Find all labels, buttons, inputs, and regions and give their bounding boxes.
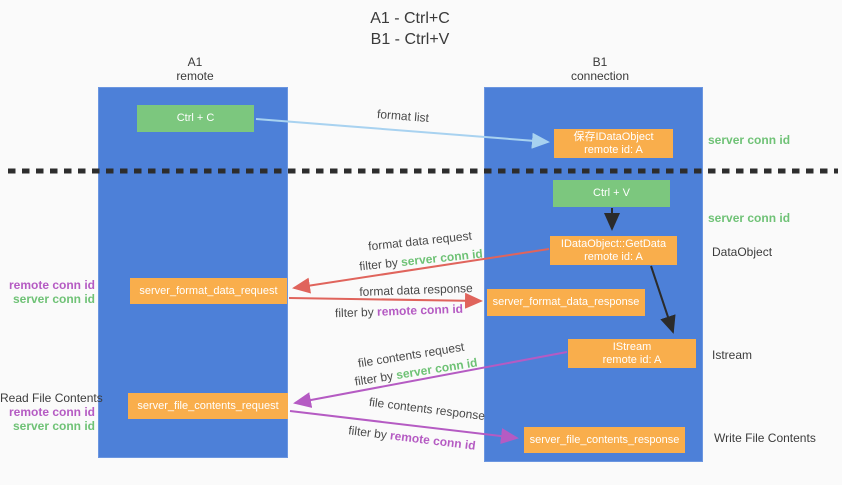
diagram-title: A1 - Ctrl+C B1 - Ctrl+V [300, 8, 520, 50]
istream-label: Istream [712, 348, 753, 362]
node-file-request-label: server_file_contents_request [137, 399, 279, 412]
node-ctrl-c-label: Ctrl + C [176, 112, 215, 124]
filter-by-text: filter by [347, 423, 392, 443]
node-server-file-contents-response: server_file_contents_response [524, 427, 685, 453]
node-ctrl-v-label: Ctrl + V [593, 187, 630, 199]
node-server-format-data-response: server_format_data_response [487, 289, 645, 316]
title-line-ctrl-c: A1 - Ctrl+C [370, 10, 450, 27]
node-idataobject-getdata: IDataObject::GetData remote id: A [550, 236, 677, 265]
node-istream: IStream remote id: A [568, 339, 696, 368]
dataobject-label: DataObject [712, 245, 773, 259]
node-server-format-data-request: server_format_data_request [130, 278, 287, 304]
filter-by-text: filter by [353, 368, 398, 389]
lifeline-a1-label: remote [176, 69, 214, 83]
node-file-response-label: server_file_contents_response [529, 433, 680, 446]
node-istream-line1: IStream [612, 340, 652, 353]
node-getdata-line2: remote id: A [584, 250, 643, 263]
node-format-response-label: server_format_data_response [492, 296, 640, 308]
node-ctrl-v: Ctrl + V [553, 180, 670, 207]
file-contents-response-filter-label: filter by remote conn id [348, 423, 477, 452]
lifeline-header-b1: B1 connection [535, 55, 665, 83]
left-conn-id-group-bottom: Read File Contents remote conn id server… [0, 391, 103, 433]
node-save-dataobject-line1: 保存IDataObject [573, 130, 654, 143]
remote-conn-id-key: remote conn id [376, 301, 464, 319]
remote-conn-id-key: remote conn id [389, 428, 477, 453]
title-line-ctrl-v: B1 - Ctrl+V [370, 31, 450, 48]
lifeline-a1-id: A1 [187, 55, 203, 69]
lifeline-header-a1: A1 remote [130, 55, 260, 83]
read-file-contents-label: Read File Contents [0, 391, 103, 405]
server-conn-id-label-top-right: server conn id [708, 133, 791, 147]
filter-by-text: filter by [358, 255, 402, 274]
node-istream-line2: remote id: A [602, 353, 662, 366]
server-conn-id-label-bottom-left: server conn id [12, 419, 95, 433]
lifeline-b1-label: connection [570, 69, 630, 83]
file-contents-response-label: file contents response [368, 394, 486, 424]
left-conn-id-group-top: remote conn id server conn id [0, 278, 95, 306]
lifeline-b1-id: B1 [592, 55, 608, 69]
format-data-response-filter-label: filter by remote conn id [335, 302, 463, 320]
node-getdata-line1: IDataObject::GetData [560, 237, 667, 250]
format-data-response-label: format data response [359, 281, 473, 299]
format-data-response-arrow [288, 292, 483, 309]
node-format-request-label: server_format_data_request [139, 284, 278, 297]
server-conn-id-label-mid-right: server conn id [708, 211, 791, 225]
write-file-contents-label: Write File Contents [714, 431, 816, 445]
server-conn-id-key: server conn id [400, 246, 484, 270]
node-ctrl-c: Ctrl + C [137, 105, 254, 132]
node-server-file-contents-request: server_file_contents_request [128, 393, 288, 419]
remote-conn-id-label-top-left: remote conn id [8, 278, 95, 292]
format-list-label: format list [376, 106, 430, 126]
node-save-dataobject: 保存IDataObject remote id: A [554, 129, 673, 158]
server-conn-id-label-top-left: server conn id [12, 292, 95, 306]
filter-by-text: filter by [334, 304, 378, 321]
node-save-dataobject-line2: remote id: A [584, 143, 643, 156]
remote-conn-id-label-bottom-left: remote conn id [8, 405, 95, 419]
